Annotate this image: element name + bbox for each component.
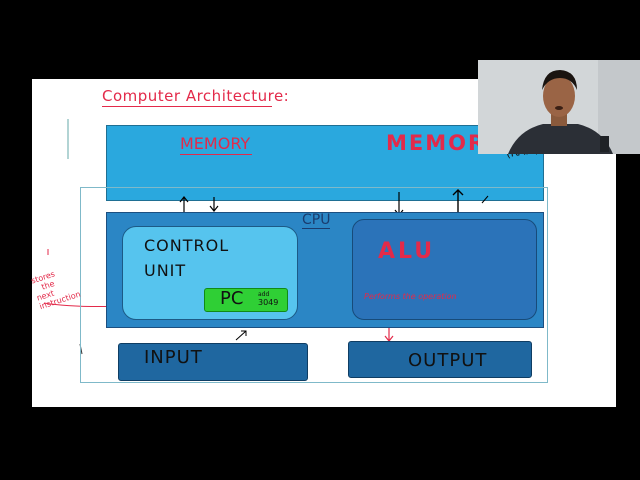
memory-block xyxy=(106,125,544,201)
title-underline xyxy=(102,106,272,107)
alu-label: ALU xyxy=(378,239,436,264)
presenter-video xyxy=(478,60,640,154)
input-label: INPUT xyxy=(144,347,203,368)
pc-register xyxy=(204,288,288,312)
alu-block xyxy=(352,219,537,320)
control-unit-label-line1: CONTROL xyxy=(144,236,230,255)
memory-left-underline xyxy=(180,154,252,155)
webcam-overlay xyxy=(478,60,640,154)
arrow-down-left xyxy=(209,197,219,212)
control-unit-label-line2: UNIT xyxy=(144,261,187,280)
output-label: OUTPUT xyxy=(408,350,488,371)
arrow-input-to-cu xyxy=(235,330,247,341)
system-outline xyxy=(80,187,548,383)
input-block xyxy=(118,343,308,381)
tick-mark xyxy=(481,195,489,204)
slide-title: Computer Architecture: xyxy=(102,87,290,105)
pc-note-top: add xyxy=(258,291,270,298)
pc-label: PC xyxy=(220,288,244,309)
memory-label-left: MEMORY xyxy=(180,134,251,153)
cpu-label: CPU xyxy=(302,212,331,229)
arrow-up-left xyxy=(179,196,189,212)
output-block xyxy=(348,341,532,378)
alu-note: Performs the operation xyxy=(364,292,457,301)
arrow-up-right xyxy=(452,189,464,215)
pc-note-bottom: 3049 xyxy=(258,298,279,307)
